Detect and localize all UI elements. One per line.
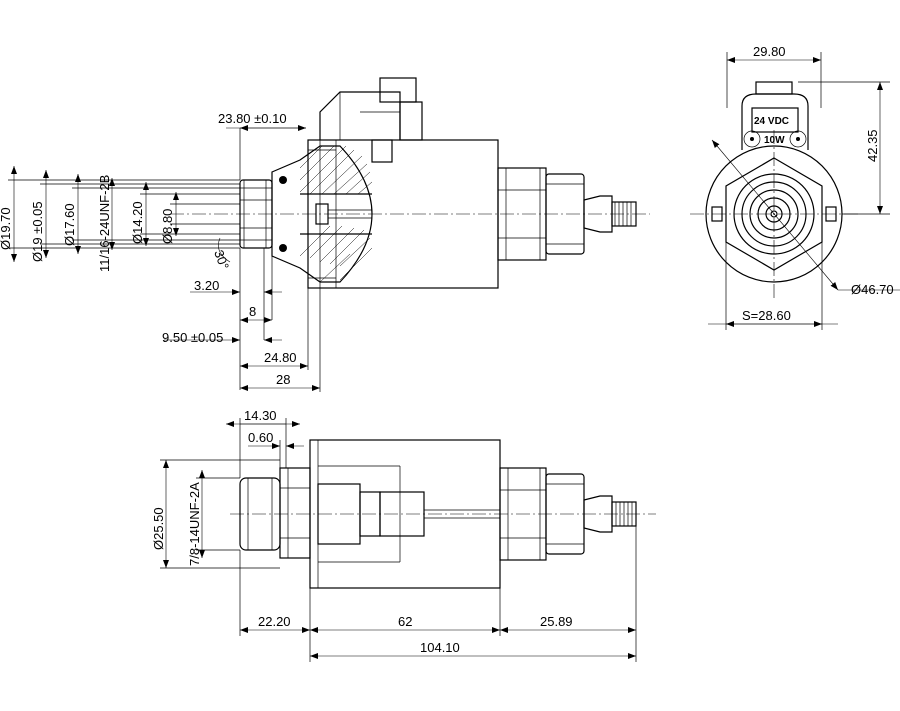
dim-3-20: 3.20 bbox=[194, 278, 219, 293]
dim-25-89: 25.89 bbox=[540, 614, 573, 629]
dim-0-60: 0.60 bbox=[248, 430, 273, 445]
dim-d25-50: Ø25.50 bbox=[151, 507, 166, 550]
dim-28: 28 bbox=[276, 372, 290, 387]
dim-14-30: 14.30 bbox=[244, 408, 277, 423]
dim-d17-60: Ø17.60 bbox=[62, 203, 77, 246]
dim-9-50: 9.50 ±0.05 bbox=[162, 330, 223, 345]
dim-d14-20: Ø14.20 bbox=[130, 201, 145, 244]
end-view-dimensions: 29.80 42.35 Ø46.70 S=28.60 bbox=[708, 44, 900, 330]
dim-24-80: 24.80 bbox=[264, 350, 297, 365]
dim-thread-top: 11/16-24UNF-2B bbox=[97, 175, 112, 272]
bottom-side-view bbox=[230, 439, 656, 589]
dim-d46-70: Ø46.70 bbox=[851, 282, 894, 297]
dim-d8-80: Ø8.80 bbox=[160, 209, 175, 244]
dim-angle: 30° bbox=[211, 248, 232, 272]
dim-104-10: 104.10 bbox=[420, 640, 460, 655]
dim-d19-70: Ø19.70 bbox=[0, 207, 13, 250]
dim-62: 62 bbox=[398, 614, 412, 629]
dim-s28-60: S=28.60 bbox=[742, 308, 791, 323]
dim-8: 8 bbox=[249, 304, 256, 319]
dim-29-80: 29.80 bbox=[753, 44, 786, 59]
dim-thread-bottom: 7/8-14UNF-2A bbox=[187, 482, 202, 566]
bottom-view-dimensions: 14.30 0.60 Ø25.50 7/8-14UNF-2A 22.20 62 … bbox=[151, 408, 637, 662]
dim-22-20: 22.20 bbox=[258, 614, 291, 629]
dim-d19: Ø19 ±0.05 bbox=[30, 201, 45, 262]
top-section-view bbox=[170, 77, 650, 289]
top-view-dimensions: Ø19.70 Ø19 ±0.05 Ø17.60 11/16-24UNF-2B Ø… bbox=[0, 111, 321, 392]
dim-42-35: 42.35 bbox=[865, 129, 880, 162]
dim-23-80: 23.80 ±0.10 bbox=[218, 111, 287, 126]
coil-power-label: 10W bbox=[764, 135, 785, 146]
coil-voltage-label: 24 VDC bbox=[754, 116, 789, 127]
end-view: 24 VDC 10W bbox=[690, 81, 860, 300]
